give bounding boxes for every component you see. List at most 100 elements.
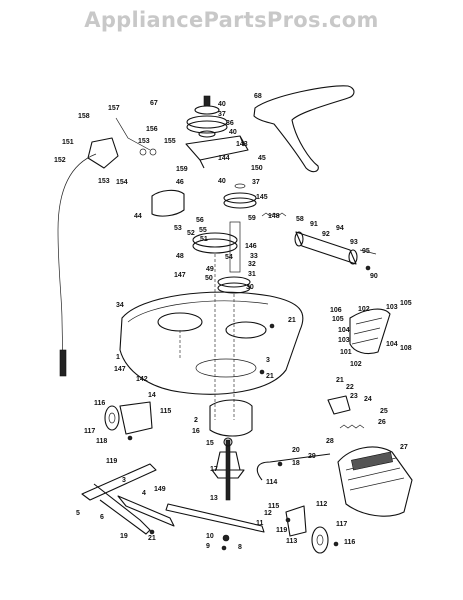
mower-deck[interactable] (119, 254, 304, 420)
part-label[interactable]: 67 (150, 100, 158, 107)
part-label[interactable]: 101 (340, 349, 352, 356)
part-label[interactable]: 92 (322, 231, 330, 238)
part-label[interactable]: 105 (400, 300, 412, 307)
part-label[interactable]: 13 (210, 495, 218, 502)
part-label[interactable]: 143 (236, 141, 248, 148)
part-label[interactable]: 36 (226, 120, 234, 127)
belt-keeper[interactable] (209, 399, 253, 437)
part-label[interactable]: 117 (84, 428, 95, 435)
part-label[interactable]: 156 (146, 126, 158, 133)
part-label[interactable]: 51 (200, 236, 208, 243)
part-label[interactable]: 9 (206, 543, 210, 550)
discharge-chute[interactable] (337, 446, 413, 517)
part-label[interactable]: 54 (225, 254, 233, 261)
part-label[interactable]: 95 (362, 248, 370, 255)
part-label[interactable]: 45 (258, 155, 266, 162)
gauge-wheel-right[interactable] (285, 505, 329, 554)
part-label[interactable]: 18 (292, 460, 300, 467)
control-cable[interactable] (57, 117, 157, 377)
part-label[interactable]: 93 (350, 239, 358, 246)
part-label[interactable]: 146 (245, 243, 257, 250)
part-label[interactable]: 154 (116, 179, 128, 186)
part-label[interactable]: 11 (256, 520, 264, 527)
deck-roller[interactable] (294, 231, 377, 265)
part-label[interactable]: 49 (206, 266, 214, 273)
deflector-shield[interactable] (349, 308, 391, 355)
part-label[interactable]: 105 (332, 316, 344, 323)
mower-blade[interactable] (165, 503, 265, 533)
part-label[interactable]: 27 (400, 444, 408, 451)
part-label[interactable]: 25 (380, 408, 388, 415)
part-label[interactable]: 31 (248, 271, 256, 278)
part-label[interactable]: 22 (346, 384, 354, 391)
part-label[interactable]: 142 (136, 376, 148, 383)
part-label[interactable]: 6 (100, 514, 104, 521)
part-label[interactable]: 30 (246, 284, 254, 291)
bracket-22-23[interactable] (327, 395, 351, 415)
part-label[interactable]: 152 (54, 157, 66, 164)
part-label[interactable]: 145 (256, 194, 268, 201)
part-label[interactable]: 20 (292, 447, 300, 454)
part-label[interactable]: 26 (378, 419, 386, 426)
part-label[interactable]: 53 (174, 225, 182, 232)
part-label[interactable]: 147 (174, 272, 186, 279)
part-label[interactable]: 5 (76, 510, 80, 517)
part-label[interactable]: 103 (338, 337, 350, 344)
part-label[interactable]: 4 (142, 490, 146, 497)
part-label[interactable]: 115 (160, 408, 171, 415)
part-label[interactable]: 112 (316, 501, 327, 508)
part-label[interactable]: 58 (296, 216, 304, 223)
belt-guard[interactable] (151, 189, 185, 217)
part-label[interactable]: 3 (266, 357, 270, 364)
spring-24[interactable] (339, 424, 365, 429)
part-label[interactable]: 28 (326, 438, 334, 445)
part-label[interactable]: 15 (206, 440, 214, 447)
part-label[interactable]: 37 (218, 111, 226, 118)
part-label[interactable]: 46 (176, 179, 184, 186)
part-label[interactable]: 50 (205, 275, 213, 282)
part-label[interactable]: 21 (148, 535, 156, 542)
link-rod[interactable] (256, 453, 331, 481)
part-label[interactable]: 147 (114, 366, 126, 373)
part-label[interactable]: 33 (250, 253, 258, 260)
part-label[interactable]: 149 (154, 486, 166, 493)
part-label[interactable]: 10 (206, 533, 214, 540)
part-label[interactable]: 119 (106, 458, 117, 465)
part-label[interactable]: 153 (138, 138, 150, 145)
front-hanger-bracket[interactable] (81, 463, 157, 535)
part-label[interactable]: 68 (254, 93, 262, 100)
gauge-wheel-left[interactable] (104, 401, 153, 435)
part-label[interactable]: 8 (238, 544, 242, 551)
part-label[interactable]: 102 (350, 361, 362, 368)
part-label[interactable]: 116 (344, 539, 355, 546)
part-label[interactable]: 1 (116, 354, 120, 361)
part-label[interactable]: 59 (248, 215, 256, 222)
part-label[interactable]: 113 (286, 538, 297, 545)
part-label[interactable]: 40 (218, 101, 226, 108)
part-label[interactable]: 21 (336, 377, 344, 384)
part-label[interactable]: 144 (218, 155, 230, 162)
part-label[interactable]: 151 (62, 139, 74, 146)
part-label[interactable]: 103 (386, 304, 398, 311)
part-label[interactable]: 24 (364, 396, 372, 403)
part-label[interactable]: 150 (251, 165, 263, 172)
part-label[interactable]: 116 (94, 400, 105, 407)
rear-hanger-bracket[interactable] (117, 495, 175, 527)
part-label[interactable]: 3 (122, 477, 126, 484)
part-label[interactable]: 104 (338, 327, 350, 334)
part-label[interactable]: 40 (229, 129, 237, 136)
part-label[interactable]: 115 (268, 503, 279, 510)
part-label[interactable]: 114 (266, 479, 277, 486)
part-label[interactable]: 56 (196, 217, 204, 224)
part-label[interactable]: 106 (330, 307, 342, 314)
part-label[interactable]: 104 (386, 341, 398, 348)
part-label[interactable]: 29 (308, 453, 316, 460)
part-label[interactable]: 155 (164, 138, 176, 145)
part-label[interactable]: 90 (370, 273, 378, 280)
part-label[interactable]: 102 (358, 306, 370, 313)
part-label[interactable]: 55 (199, 227, 207, 234)
part-label[interactable]: 34 (116, 302, 124, 309)
part-label[interactable]: 40 (218, 178, 226, 185)
part-label[interactable]: 44 (134, 213, 142, 220)
part-label[interactable]: 23 (350, 393, 358, 400)
